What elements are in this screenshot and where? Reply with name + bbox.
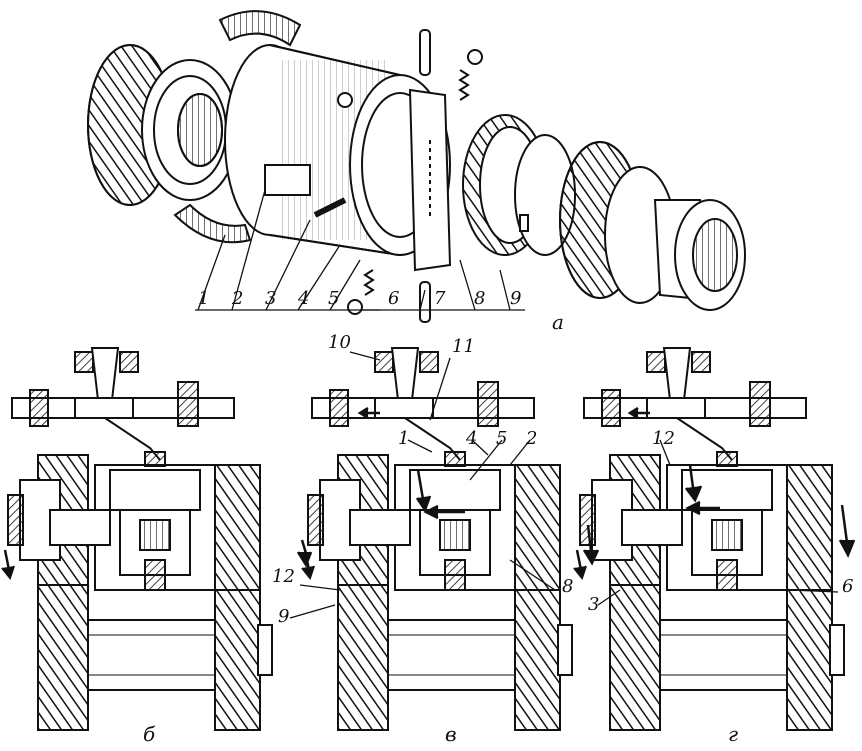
label-v-5: 5	[496, 428, 508, 449]
label-a-5: 5	[328, 288, 340, 309]
label-v-1: 1	[398, 428, 410, 449]
label-g-3: 3	[588, 594, 600, 615]
label-v-2: 2	[526, 428, 538, 449]
label-a-2: 2	[232, 288, 244, 309]
label-v-8: 8	[562, 576, 574, 597]
section-view-v	[300, 346, 574, 732]
motion-arrows	[296, 406, 856, 568]
label-v-12: 12	[272, 566, 295, 587]
label-v-10: 10	[328, 332, 351, 353]
label-a-9: 9	[510, 288, 522, 309]
label-v-9: 9	[278, 606, 290, 627]
label-v-11: 11	[452, 336, 475, 357]
label-v-4: 4	[466, 428, 478, 449]
section-view-b	[1, 347, 273, 731]
label-a-6: 6	[388, 288, 400, 309]
caption-v: в	[445, 722, 457, 746]
label-a-3: 3	[265, 288, 277, 309]
label-a-7: 7	[434, 288, 446, 309]
label-a-4: 4	[298, 288, 310, 309]
label-g-12: 12	[652, 428, 675, 449]
caption-b: б	[143, 722, 156, 746]
label-a-8: 8	[474, 288, 486, 309]
label-a-1: 1	[198, 288, 210, 309]
section-view-g	[572, 346, 846, 732]
right-gear	[559, 141, 746, 311]
caption-g: г	[728, 722, 739, 746]
toothed-ring	[462, 114, 576, 256]
caption-a: а	[552, 310, 564, 334]
label-g-6: 6	[842, 576, 854, 597]
exploded-assembly	[87, 10, 746, 323]
leader-lines-a	[195, 189, 525, 311]
left-gear	[87, 44, 239, 206]
leader-lines-bottom	[289, 351, 839, 619]
